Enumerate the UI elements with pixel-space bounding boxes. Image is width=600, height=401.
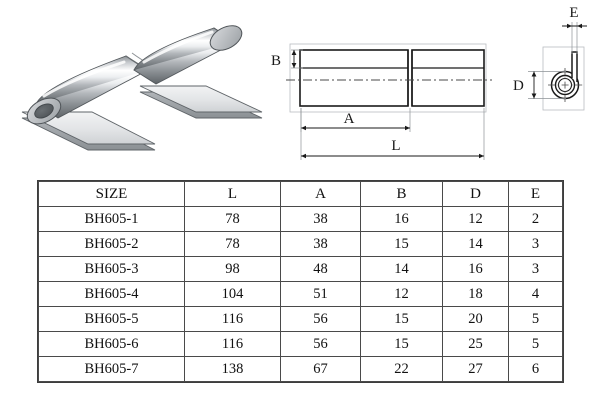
dimension-label-A: A — [344, 111, 355, 127]
cell-a: 51 — [280, 281, 361, 307]
column-header-l: L — [184, 181, 281, 207]
cell-a: 67 — [280, 356, 361, 382]
table-row: BH605-7 138 67 22 27 6 — [38, 356, 563, 382]
cell-a: 38 — [280, 231, 361, 257]
specification-table-wrap: SIZE L A B D E BH605-1 78 38 16 12 2 BH6… — [37, 180, 564, 383]
cell-a: 48 — [280, 256, 361, 282]
cell-b: 15 — [360, 306, 443, 332]
cell-l: 138 — [184, 356, 281, 382]
dimension-label-E: E — [569, 5, 578, 21]
hinge-leaf-far — [139, 85, 263, 119]
column-header-a: A — [280, 181, 361, 207]
hinge-knuckle-near — [26, 55, 149, 125]
dimension-E: E — [562, 5, 587, 54]
cell-size: BH605-4 — [38, 281, 185, 307]
cell-e: 5 — [508, 306, 563, 332]
cell-l: 104 — [184, 281, 281, 307]
cell-l: 116 — [184, 306, 281, 332]
front-elevation-view: B A L — [271, 43, 492, 160]
column-header-e: E — [508, 181, 563, 207]
table-row: BH605-4 104 51 12 18 4 — [38, 281, 563, 307]
cell-b: 22 — [360, 356, 443, 382]
cell-l: 78 — [184, 231, 281, 257]
dimension-label-L: L — [391, 138, 400, 154]
cell-e: 2 — [508, 206, 563, 232]
table-row: BH605-1 78 38 16 12 2 — [38, 206, 563, 232]
dimension-label-B: B — [271, 53, 281, 69]
cell-b: 12 — [360, 281, 443, 307]
cell-a: 38 — [280, 206, 361, 232]
drawings-area: B A L — [0, 0, 600, 172]
cell-d: 16 — [442, 256, 509, 282]
cell-d: 14 — [442, 231, 509, 257]
cell-e: 5 — [508, 331, 563, 357]
cell-e: 4 — [508, 281, 563, 307]
cell-a: 56 — [280, 331, 361, 357]
cell-e: 3 — [508, 256, 563, 282]
cell-b: 15 — [360, 331, 443, 357]
table-row: BH605-6 116 56 15 25 5 — [38, 331, 563, 357]
cell-d: 25 — [442, 331, 509, 357]
table-row: BH605-3 98 48 14 16 3 — [38, 256, 563, 282]
dimension-A: A — [300, 108, 411, 132]
cell-size: BH605-7 — [38, 356, 185, 382]
specification-table: SIZE L A B D E BH605-1 78 38 16 12 2 BH6… — [37, 180, 564, 383]
cell-size: BH605-2 — [38, 231, 185, 257]
cell-e: 3 — [508, 231, 563, 257]
cell-e: 6 — [508, 356, 563, 382]
isometric-hinge-view — [21, 25, 263, 151]
column-header-b: B — [360, 181, 443, 207]
cell-l: 78 — [184, 206, 281, 232]
column-header-d: D — [442, 181, 509, 207]
dimension-label-D: D — [513, 78, 524, 94]
cell-l: 98 — [184, 256, 281, 282]
cell-d: 27 — [442, 356, 509, 382]
cell-b: 16 — [360, 206, 443, 232]
column-header-size: SIZE — [38, 181, 185, 207]
cell-l: 116 — [184, 331, 281, 357]
cell-b: 14 — [360, 256, 443, 282]
table-header-row: SIZE L A B D E — [38, 181, 563, 207]
cell-d: 20 — [442, 306, 509, 332]
dimension-D: D — [513, 71, 566, 99]
dimension-B: B — [271, 49, 303, 69]
cell-d: 12 — [442, 206, 509, 232]
table-row: BH605-5 116 56 15 20 5 — [38, 306, 563, 332]
cell-size: BH605-3 — [38, 256, 185, 282]
cell-size: BH605-5 — [38, 306, 185, 332]
table-row: BH605-2 78 38 15 14 3 — [38, 231, 563, 257]
cell-size: BH605-6 — [38, 331, 185, 357]
specification-table-body: SIZE L A B D E BH605-1 78 38 16 12 2 BH6… — [38, 181, 563, 382]
cross-section-view: D E — [513, 5, 587, 111]
cell-b: 15 — [360, 231, 443, 257]
cell-size: BH605-1 — [38, 206, 185, 232]
hinge-knuckle-far — [133, 25, 243, 85]
dimension-L: L — [300, 108, 485, 160]
cell-d: 18 — [442, 281, 509, 307]
cell-a: 56 — [280, 306, 361, 332]
